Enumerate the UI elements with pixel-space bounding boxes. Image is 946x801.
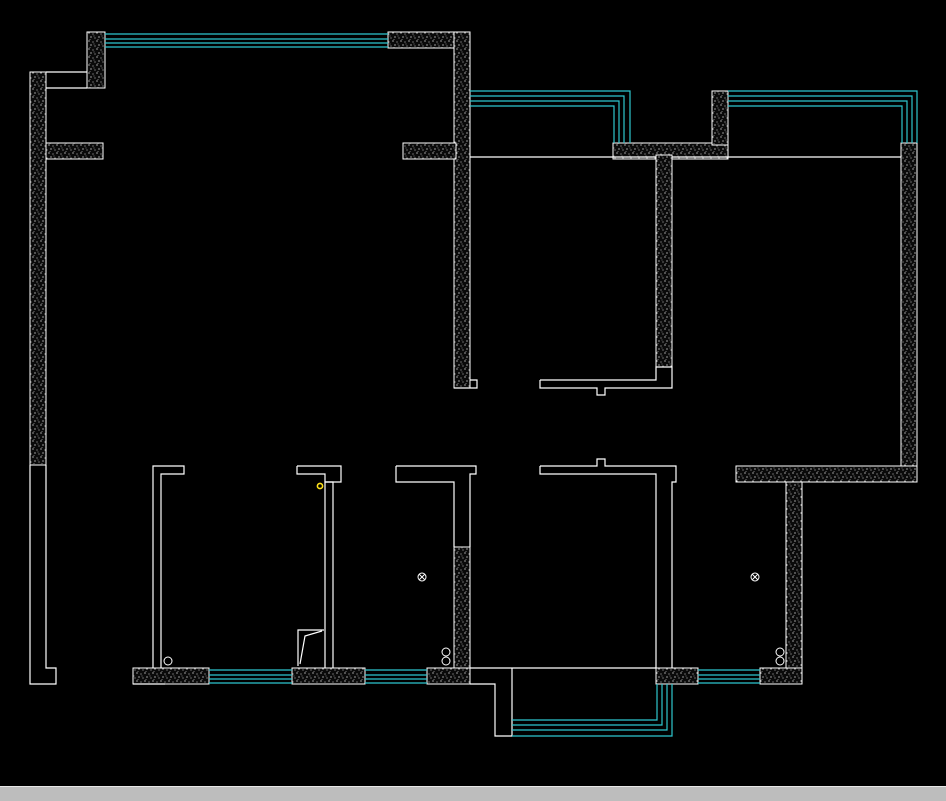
pipe-circle-icon (775, 647, 785, 657)
window-north-top (105, 33, 388, 48)
wall-center-ledge (402, 142, 457, 160)
window-south-bay (512, 684, 673, 737)
marker-circle-icon (316, 482, 324, 490)
pipe-circle-icon (163, 656, 173, 666)
wall-south-3 (426, 667, 471, 685)
wall-se-column (785, 481, 803, 673)
wall-south-2 (291, 667, 366, 685)
status-bar (0, 786, 946, 801)
wall-west (29, 71, 47, 466)
window-south-1 (209, 669, 292, 684)
wall-east-ledge (735, 465, 918, 483)
window-south-2 (365, 669, 427, 684)
wall-mid-column (655, 154, 673, 368)
wall-south-1 (132, 667, 210, 685)
wall-ne-stub (711, 90, 729, 146)
wall-south-4 (655, 667, 699, 685)
wall-center-column (453, 31, 471, 389)
floor-drain-icon (750, 572, 760, 582)
windows (105, 33, 918, 737)
window-north-bay (470, 90, 631, 143)
window-northeast (728, 90, 918, 143)
wall-nw-stub (86, 31, 106, 89)
fixtures (163, 482, 785, 666)
partition-lines (29, 71, 901, 737)
pipe-circle-icon (775, 656, 785, 666)
floor-drain-icon (417, 572, 427, 582)
wall-nw-ledge (45, 142, 104, 160)
hatched-walls (29, 31, 918, 685)
window-south-3 (698, 669, 760, 684)
wall-south-center (453, 546, 471, 673)
wall-east (900, 142, 918, 483)
wall-south-5 (759, 667, 803, 685)
pipe-circle-icon (441, 647, 451, 657)
pipe-circle-icon (441, 656, 451, 666)
